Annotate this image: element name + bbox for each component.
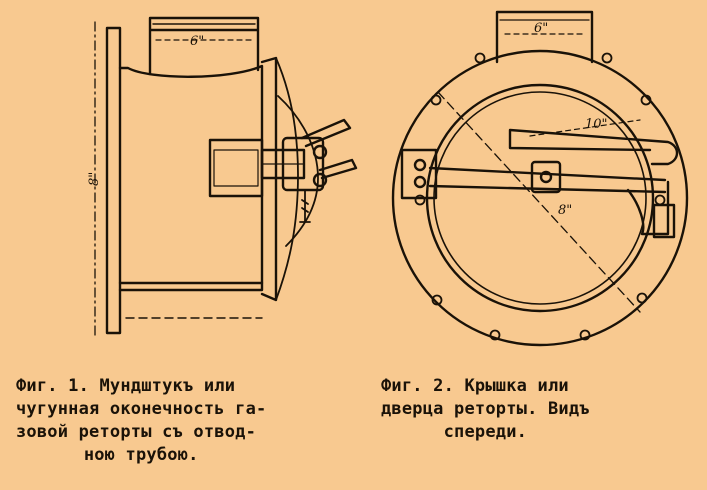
door-dome <box>277 95 319 247</box>
bolt-hole <box>601 52 613 64</box>
upper-lever <box>508 128 679 166</box>
central-boss <box>208 138 264 198</box>
diagonal-dimension-line <box>437 91 641 313</box>
bolt-hole <box>414 194 426 206</box>
clamp-nut-top <box>312 144 328 160</box>
bolt-hole <box>489 329 501 341</box>
figure-1-caption: Фиг. 1. Мундштукъ или чугунная оконечнос… <box>16 375 266 467</box>
cross-bar <box>428 166 667 194</box>
caption-line: чугунная оконечность га- <box>16 399 267 419</box>
caption-line: дверца реторты. Видъ <box>381 399 590 419</box>
bolt-hole <box>654 194 666 206</box>
fig1-top-width-label: 6" <box>190 34 204 49</box>
fig1-height-label: 8" <box>87 172 102 186</box>
bolt-hole <box>431 294 443 306</box>
right-catch <box>626 180 670 236</box>
central-boss-inner <box>213 149 259 187</box>
caption-line: Фиг. 2. Крышка или <box>381 376 569 396</box>
fig2-handle-length-label: 10" <box>585 117 608 132</box>
caption-line: Фиг. 1. Мундштукъ или <box>16 376 236 396</box>
bolt-hole <box>579 329 591 341</box>
hanging-screw <box>299 189 311 223</box>
outer-flange-ring <box>391 49 689 347</box>
outlet-pipe-front <box>495 10 594 64</box>
handle-length-dimension-line <box>529 119 641 137</box>
inner-ring <box>425 83 655 313</box>
caption-line: зовой реторты съ отвод- <box>16 422 257 442</box>
figure-2-caption: Фиг. 2. Крышка или дверца реторты. Видъ … <box>381 375 590 444</box>
central-nut-center <box>539 170 553 184</box>
figure-1-mouthpiece-side-view <box>94 16 358 336</box>
lower-handle <box>318 158 358 180</box>
bolt-hole <box>430 94 442 106</box>
outlet-pipe <box>148 16 260 76</box>
bolt-hole <box>474 52 486 64</box>
caption-line: спереди. <box>443 422 528 442</box>
central-nut <box>530 160 562 194</box>
left-hinge <box>400 148 438 200</box>
front-flange-rim <box>275 57 299 301</box>
figure-2-door-front-view <box>391 10 689 347</box>
bolt-hole <box>640 94 652 106</box>
retort-body <box>118 64 264 292</box>
bolt-hole <box>636 292 648 304</box>
left-hinge-pin <box>413 175 427 189</box>
clamp-nut-bottom <box>312 172 328 188</box>
caption-line: ною трубою. <box>83 445 199 465</box>
fig2-top-width-label: 6" <box>534 21 548 36</box>
technical-drawing: 6" 8" 6" 10" 8" <box>87 10 689 347</box>
right-catch-block <box>652 203 676 239</box>
left-hinge-pin <box>413 158 427 172</box>
bolt-holes <box>414 52 666 341</box>
back-flange-plate <box>105 26 122 335</box>
fig2-diagonal-label: 8" <box>558 203 572 218</box>
upper-handle <box>300 118 352 148</box>
